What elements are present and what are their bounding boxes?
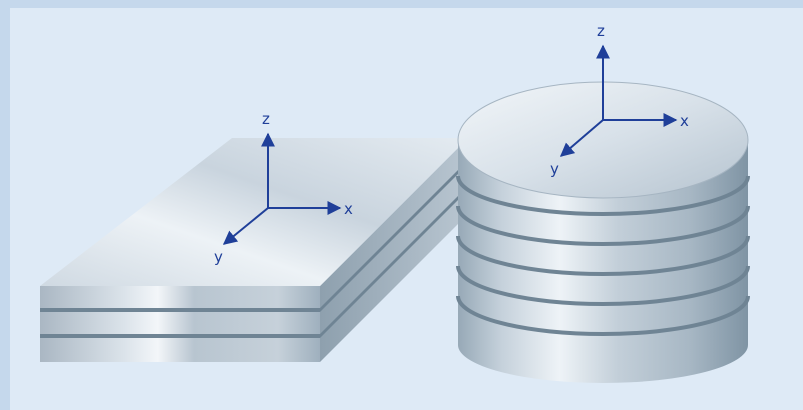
stacked-plates [40, 138, 468, 362]
disc-groove-4 [456, 265, 750, 306]
plate-z-label: z [262, 110, 270, 128]
disc-z-label: z [597, 22, 605, 40]
plate-axes: z x y [214, 110, 353, 266]
plate-side-gap-1 [320, 160, 468, 312]
disc-y-axis [559, 119, 604, 157]
plate-gap-1 [40, 308, 320, 312]
stacked-discs [456, 81, 750, 383]
plate-x-label: x [344, 200, 353, 218]
plate-layer-2-front [40, 312, 320, 334]
plate-gap-2 [40, 334, 320, 338]
plate-y-axis [222, 207, 269, 245]
disc-x-label: x [680, 112, 689, 130]
plate-layer-1-front [40, 286, 320, 308]
plate-side-gap-2 [320, 186, 468, 338]
disc-axes: z x y [550, 22, 689, 178]
disc-groove-5 [456, 295, 750, 336]
disc-groove-3 [456, 235, 750, 276]
plate-layer-3-front [40, 338, 320, 362]
disc-groove-2 [456, 205, 750, 246]
plate-side-face [320, 138, 468, 362]
disc-y-label: y [550, 160, 559, 178]
plate-top-face [40, 138, 468, 286]
plate-y-label: y [214, 248, 223, 266]
disc-groove-1 [456, 175, 750, 216]
disc-stack-body [458, 140, 748, 383]
